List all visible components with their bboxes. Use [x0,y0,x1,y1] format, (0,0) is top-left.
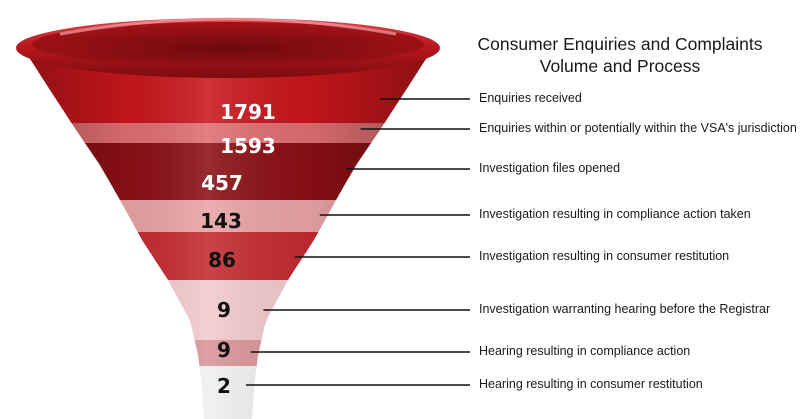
stage-label: Investigation resulting in compliance ac… [479,207,751,221]
stage-label: Hearing resulting in consumer restitutio… [479,377,703,391]
stage-label: Investigation warranting hearing before … [479,302,771,316]
stage-value: 1791 [220,100,276,124]
stage-value: 457 [201,171,243,195]
leader-lines [246,98,470,386]
rim-highlight [59,17,397,36]
chart-title-line-2: Volume and Process [539,56,701,76]
stage-value: 9 [217,298,231,322]
funnel-mouth [32,22,424,66]
stage-value: 1593 [220,134,276,158]
stage-label: Enquiries within or potentially within t… [479,121,797,135]
stage-value: 143 [200,209,242,233]
stage-value: 2 [217,374,231,398]
stage-label: Enquiries received [479,91,582,105]
stage-value: 9 [217,338,231,362]
stage-label: Investigation resulting in consumer rest… [479,249,730,263]
stage-label: Investigation files opened [479,161,621,175]
stage-label: Hearing resulting in compliance action [479,344,691,358]
stage-value: 86 [208,248,236,272]
funnel-shading [23,48,433,419]
funnel-rim [16,17,440,78]
chart-title-line-1: Consumer Enquiries and Complaints [477,34,763,54]
